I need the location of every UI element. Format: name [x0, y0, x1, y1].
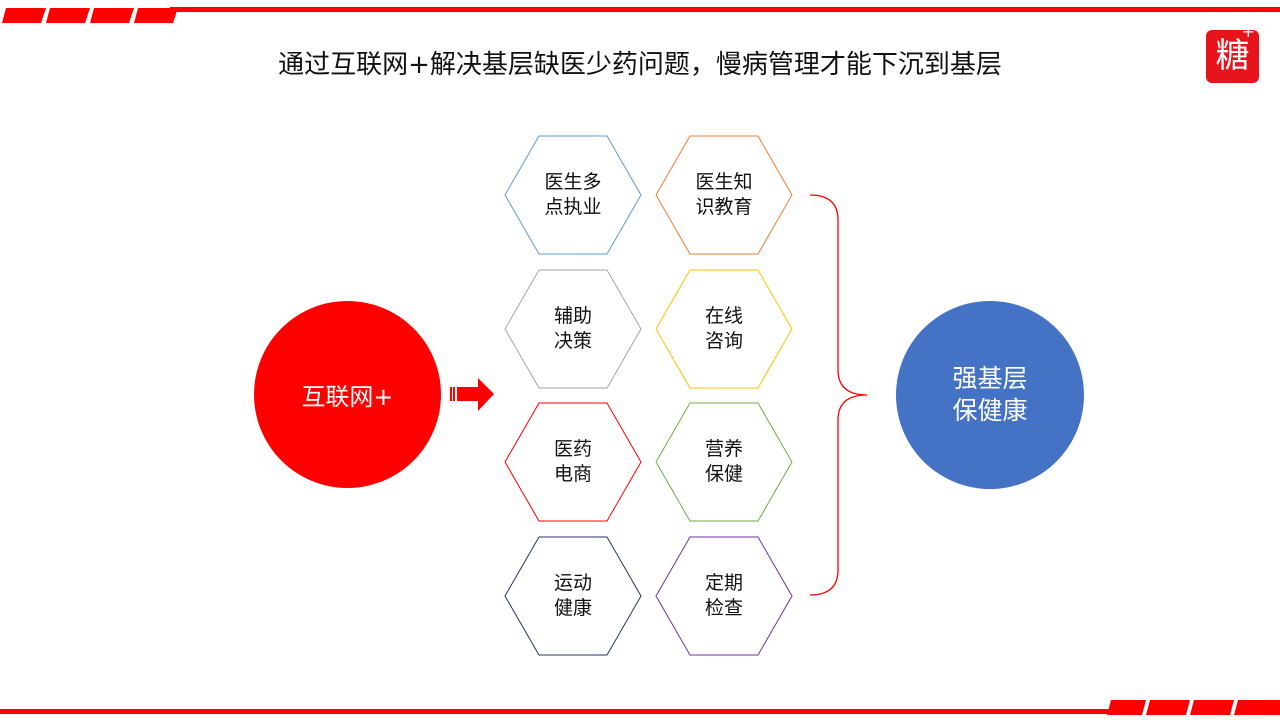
hexagon-shape — [655, 135, 793, 255]
hexagon-shape — [504, 135, 642, 255]
hexagon-label: 医生知识教育 — [655, 135, 793, 255]
hexagon-line1: 定期 — [704, 572, 743, 594]
hexagon-label: 辅助决策 — [504, 269, 642, 389]
page-title: 通过互联网+解决基层缺医少药问题，慢病管理才能下沉到基层 — [278, 50, 1002, 80]
hexagon-shape — [655, 536, 793, 656]
hexagon-label: 医药电商 — [504, 402, 642, 522]
hexagon-node: 医生知识教育 — [655, 135, 793, 255]
target-node-line2: 保健康 — [952, 396, 1028, 425]
hexagon-node: 定期检查 — [655, 536, 793, 656]
hexagon-line2: 检查 — [704, 597, 743, 619]
hexagon-label: 运动健康 — [504, 536, 642, 656]
hexagon-node: 医生多点执业 — [504, 135, 642, 255]
hexagon-line1: 在线 — [704, 305, 743, 327]
target-node-line1: 强基层 — [952, 364, 1028, 393]
hexagon-node: 在线咨询 — [655, 269, 793, 389]
hexagon-line1: 营养 — [704, 438, 743, 460]
hexagon-line1: 辅助 — [553, 305, 592, 327]
brace-bracket — [809, 194, 868, 596]
hexagon-line1: 医生知 — [695, 171, 753, 193]
hexagon-node: 营养保健 — [655, 402, 793, 522]
hexagon-label: 定期检查 — [655, 536, 793, 656]
hexagon-line2: 识教育 — [695, 196, 753, 218]
hexagon-line2: 咨询 — [704, 330, 743, 352]
hexagon-shape — [504, 402, 642, 522]
hexagon-line2: 健康 — [553, 597, 592, 619]
hexagon-shape — [504, 536, 642, 656]
source-node-label: 互联网+ — [301, 383, 394, 411]
hexagon-line2: 保健 — [704, 463, 743, 485]
hexagon-label: 医生多点执业 — [504, 135, 642, 255]
hexagon-shape — [504, 269, 642, 389]
hexagon-shape — [655, 402, 793, 522]
hexagon-line2: 电商 — [553, 463, 592, 485]
arrow-right-icon — [450, 378, 494, 411]
brand-logo: 糖 + — [1206, 24, 1259, 83]
target-node: 强基层 保健康 — [896, 301, 1084, 489]
hexagon-shape — [655, 269, 793, 389]
source-node: 互联网+ — [254, 301, 441, 488]
hexagon-line1: 医生多 — [544, 171, 602, 193]
hexagon-node: 辅助决策 — [504, 269, 642, 389]
hexagon-node: 医药电商 — [504, 402, 642, 522]
hexagon-line2: 点执业 — [544, 196, 602, 218]
hexagon-line1: 运动 — [553, 572, 592, 594]
logo-char: 糖 — [1215, 36, 1250, 76]
hexagon-label: 在线咨询 — [655, 269, 793, 389]
hexagon-label: 营养保健 — [655, 402, 793, 522]
logo-plus: + — [1241, 22, 1255, 41]
hexagon-line2: 决策 — [553, 330, 592, 352]
hexagon-node: 运动健康 — [504, 536, 642, 656]
hexagon-line1: 医药 — [553, 438, 592, 460]
